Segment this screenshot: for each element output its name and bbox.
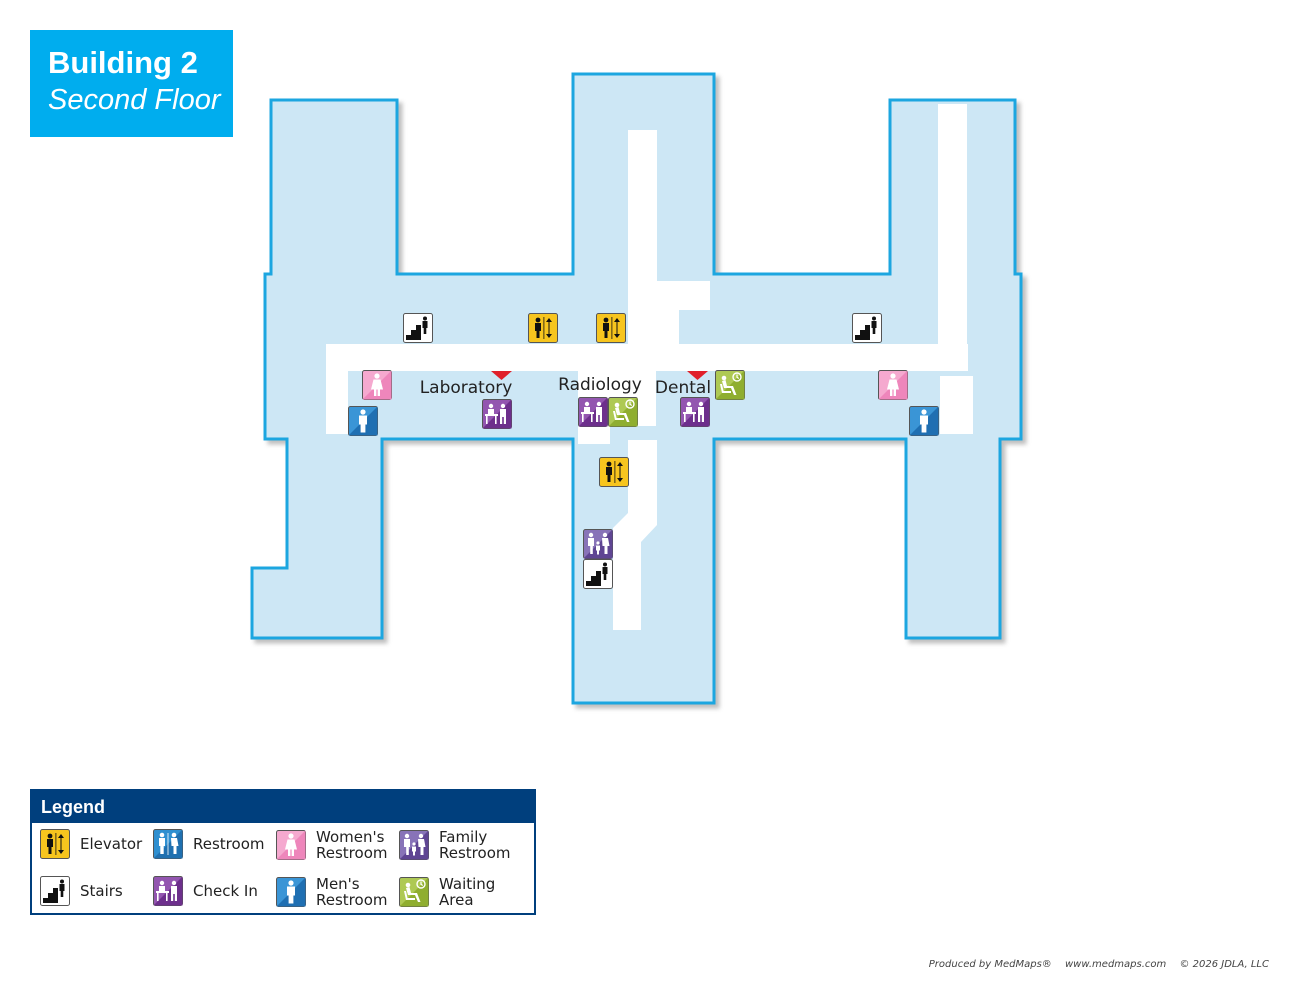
mens-restroom-icon xyxy=(348,406,378,436)
restroom-icon xyxy=(153,829,183,859)
east-corridor-end xyxy=(940,376,973,434)
legend-label: Waiting Area xyxy=(439,875,496,909)
mens-restroom-icon xyxy=(276,877,306,907)
legend-item-mens-restroom: Men's Restroom xyxy=(276,876,394,908)
floor-map: Laboratory Radiology Dental xyxy=(250,72,1023,705)
legend: Legend Elevator Restroom Women's Restroo… xyxy=(30,789,536,915)
legend-label: Stairs xyxy=(80,882,123,900)
elevator-icon xyxy=(599,457,629,487)
legend-item-womens-restroom: Women's Restroom xyxy=(276,829,394,861)
floor-title: Second Floor xyxy=(48,84,221,116)
title-box: Building 2 Second Floor xyxy=(30,30,233,137)
room-label-radiology[interactable]: Radiology xyxy=(558,375,642,395)
center-south-corridor xyxy=(628,440,657,505)
legend-title: Legend xyxy=(32,791,534,823)
legend-label: Elevator xyxy=(80,835,143,853)
east-wing-corridor xyxy=(938,104,967,344)
building-title: Building 2 xyxy=(48,45,198,80)
legend-item-family-restroom: Family Restroom xyxy=(399,829,517,861)
womens-restroom-icon xyxy=(878,370,908,400)
room-labels[interactable]: Laboratory Radiology Dental xyxy=(420,375,711,398)
laboratory-marker xyxy=(491,371,512,380)
legend-label: Women's Restroom xyxy=(316,828,388,862)
stairs-icon xyxy=(403,313,433,343)
check-in-icon xyxy=(482,399,512,429)
legend-item-stairs: Stairs xyxy=(40,876,123,906)
waiting-area-icon xyxy=(608,397,638,427)
stairs-icon xyxy=(583,559,613,589)
copyright: © 2026 JDLA, LLC xyxy=(1179,959,1269,970)
room-markers xyxy=(491,371,708,380)
elevator-icon xyxy=(596,313,626,343)
west-corridor-end xyxy=(326,344,348,434)
legend-item-elevator: Elevator xyxy=(40,829,142,859)
check-in-icon xyxy=(578,397,608,427)
room-label-laboratory[interactable]: Laboratory xyxy=(420,378,513,398)
dental-marker xyxy=(687,371,708,380)
map-credit: Produced by MedMaps® www.medmaps.com © 2… xyxy=(919,959,1269,970)
legend-label: Check In xyxy=(193,882,258,900)
produced-by: Produced by MedMaps® xyxy=(928,959,1052,970)
waiting-area-icon xyxy=(399,877,429,907)
family-restroom-icon xyxy=(399,830,429,860)
stairs-icon xyxy=(40,876,70,906)
legend-label: Men's Restroom xyxy=(316,875,388,909)
elevator-icon xyxy=(40,829,70,859)
center-north-annex xyxy=(657,281,710,310)
legend-label: Restroom xyxy=(193,835,265,853)
website-link[interactable]: www.medmaps.com xyxy=(1064,959,1167,970)
room-label-dental[interactable]: Dental xyxy=(655,378,711,398)
legend-item-restroom: Restroom xyxy=(153,829,264,859)
center-north-annex-2 xyxy=(657,310,679,344)
womens-restroom-icon xyxy=(362,370,392,400)
womens-restroom-icon xyxy=(276,830,306,860)
stairs-icon xyxy=(852,313,882,343)
check-in-icon xyxy=(680,397,710,427)
elevator-icon xyxy=(528,313,558,343)
mens-restroom-icon xyxy=(909,406,939,436)
check-in-icon xyxy=(153,876,183,906)
family-restroom-icon xyxy=(583,529,613,559)
center-lobby-lower xyxy=(578,426,610,444)
waiting-area-icon xyxy=(715,370,745,400)
legend-item-check-in: Check In xyxy=(153,876,258,906)
legend-label: Family Restroom xyxy=(439,828,511,862)
main-corridor xyxy=(326,344,968,371)
legend-item-waiting-area: Waiting Area xyxy=(399,876,534,908)
center-south-diagonal xyxy=(613,505,657,630)
center-north-corridor xyxy=(628,130,657,344)
